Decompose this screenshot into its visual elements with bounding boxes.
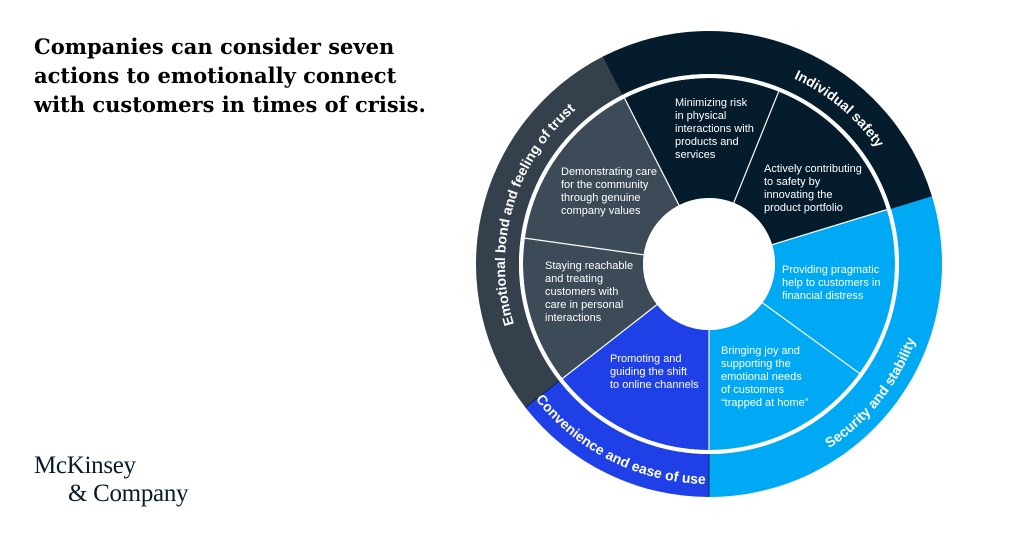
category-segment-convenience	[525, 380, 709, 497]
action-label-line: Providing pragmatic	[782, 264, 880, 276]
logo-line: McKinsey	[34, 452, 136, 479]
action-label-line: Minimizing risk	[675, 97, 748, 109]
category-ring	[475, 31, 943, 498]
action-label-line: services	[675, 149, 716, 161]
action-divider	[771, 209, 888, 246]
action-segment-staying-reachable	[523, 238, 657, 379]
action-label-line: for the community	[561, 179, 649, 191]
action-label-line: company values	[561, 205, 641, 217]
action-label-line: Bringing joy and	[721, 345, 800, 357]
action-label-line: financial distress	[782, 290, 864, 302]
action-label-line: product portfolio	[764, 202, 843, 214]
headline-line: actions to emotionally connect	[34, 63, 397, 88]
action-label-line: help to customers in	[782, 277, 880, 289]
category-segment-individual-safety	[603, 31, 932, 209]
headline-line: Companies can consider seven	[34, 34, 395, 59]
action-label-line: Actively contributing	[764, 163, 862, 175]
action-label-line: through genuine	[561, 192, 641, 204]
headline-line: with customers in times of crisis.	[34, 92, 426, 117]
action-label-line: care in personal	[545, 299, 623, 311]
separator-lines	[519, 56, 932, 497]
center-hole	[643, 198, 775, 330]
action-label-line: innovating the	[764, 189, 833, 201]
action-segment-contributing-safety	[733, 91, 887, 245]
category-divider	[525, 380, 560, 408]
category-divider	[890, 195, 932, 209]
action-divider	[624, 98, 680, 206]
action-label-line: interactions	[545, 312, 602, 324]
action-label-line: to safety by	[764, 176, 821, 188]
action-label-line: “trapped at home”	[721, 397, 809, 409]
action-label-line: supporting the	[721, 358, 791, 370]
category-divider	[602, 56, 624, 95]
category-segment-emotional-bond	[475, 56, 623, 408]
action-label-line: guiding the shift	[610, 366, 687, 378]
headline: Companies can consider seven actions to …	[34, 32, 454, 119]
action-divider	[524, 237, 644, 256]
ring-separator	[519, 74, 899, 454]
action-segment-pragmatic-help	[762, 209, 895, 374]
action-label-line: to online channels	[610, 379, 699, 391]
action-segment-online-channels	[562, 304, 709, 451]
action-label-line: interactions with	[675, 123, 754, 135]
action-divider	[562, 304, 658, 379]
action-ring	[523, 78, 895, 451]
action-label-line: emotional needs	[721, 371, 802, 383]
action-label-line: and treating	[545, 273, 603, 285]
action-divider	[762, 302, 860, 374]
action-segment-bringing-joy	[709, 302, 860, 450]
action-segment-demonstrating-care	[524, 98, 680, 255]
category-segment-security-stability	[709, 195, 943, 498]
action-label-line: Staying reachable	[545, 260, 633, 272]
action-label-line: products and	[675, 136, 739, 148]
action-label-line: of customers	[721, 384, 784, 396]
action-label-line: in physical	[675, 110, 726, 122]
logo-line: & Company	[68, 480, 189, 507]
action-label-line: Promoting and	[610, 353, 682, 365]
action-divider	[733, 91, 780, 204]
action-label-line: Demonstrating care	[561, 166, 657, 178]
action-label-line: customers with	[545, 286, 618, 298]
mckinsey-logo: McKinsey & Company	[34, 452, 189, 508]
